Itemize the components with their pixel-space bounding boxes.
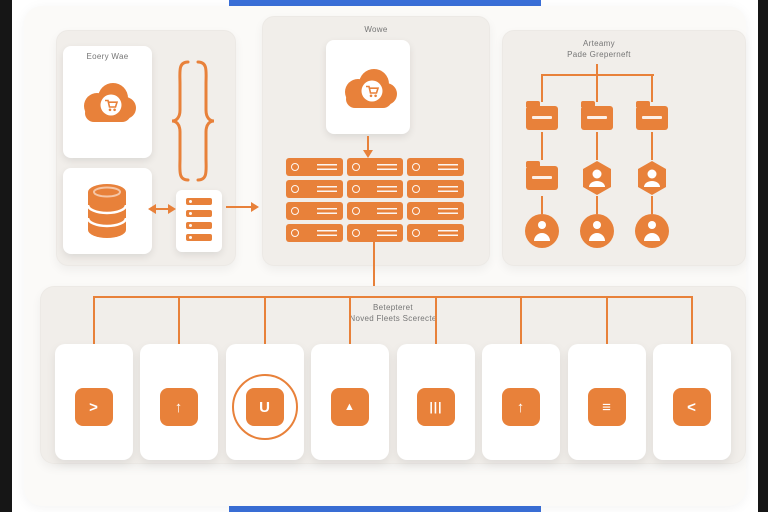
- left-letterbox-bar: [0, 0, 12, 512]
- connector-line: [520, 296, 522, 344]
- database-card: [63, 168, 152, 254]
- bus-line: [93, 296, 693, 298]
- chevron-left-icon: <: [673, 388, 711, 426]
- server-bar-icon: [286, 180, 343, 198]
- arrow-right-head: [168, 204, 176, 214]
- bottom-blue-strip: [229, 506, 541, 512]
- server-list-card: [176, 190, 222, 252]
- arrow-line: [155, 208, 169, 210]
- connector-line: [93, 296, 95, 344]
- cloud-cart-icon: [84, 83, 136, 122]
- connector-line: [596, 132, 598, 160]
- user-circle-icon: [525, 214, 559, 248]
- connector-line: [651, 132, 653, 160]
- arrow-right-head: [251, 202, 259, 212]
- arrow-line: [226, 206, 252, 208]
- arrow-left-head: [148, 204, 156, 214]
- connector-line: [651, 196, 653, 214]
- connector-line: [541, 196, 543, 214]
- panel-cluster-label: Wowe: [364, 25, 388, 34]
- node-card: ↑: [140, 344, 218, 460]
- server-list-icon: [176, 190, 222, 241]
- node-card: U: [226, 344, 304, 460]
- panel-directory-label: Arteamy Pade Greperneft: [504, 38, 694, 60]
- connector-line: [596, 64, 598, 74]
- highlight-ring: [232, 374, 298, 440]
- connector-line: [691, 296, 693, 344]
- panel-nodes-label-line1: Betepteret: [373, 303, 413, 312]
- u-shape-icon: U: [246, 388, 284, 426]
- node-card: >: [55, 344, 133, 460]
- cloud-card: Eoery Wae: [63, 46, 152, 158]
- chevron-right-icon: >: [75, 388, 113, 426]
- arrow-down-head: [363, 150, 373, 158]
- server-bar-icon: [407, 202, 464, 220]
- shield-user-icon: [583, 161, 611, 195]
- connector-line: [606, 296, 608, 344]
- connector-line: [596, 196, 598, 214]
- server-bar-icon: [346, 224, 404, 242]
- panel-source-label: Eoery Wae: [86, 52, 129, 61]
- user-circle-icon: [635, 214, 669, 248]
- server-bar-icon: [346, 158, 404, 176]
- equalizer-bars-icon: |||: [417, 388, 455, 426]
- server-bar-icon: [407, 158, 464, 176]
- connector-line: [596, 74, 598, 102]
- panel-directory-label-line2: Pade Greperneft: [567, 50, 631, 59]
- folder-icon: [526, 161, 558, 190]
- connector-line: [651, 74, 653, 102]
- server-bar-icon: [346, 202, 404, 220]
- folder-icon: [636, 101, 668, 130]
- connector-line: [542, 74, 654, 76]
- user-circle-icon: [580, 214, 614, 248]
- node-card: <: [653, 344, 731, 460]
- connector-line: [349, 296, 351, 344]
- flow-brace-lines: [171, 60, 215, 182]
- panel-directory-label-line1: Arteamy: [583, 39, 615, 48]
- connector-line: [435, 296, 437, 344]
- node-card: ▲: [311, 344, 389, 460]
- panel-nodes-label: Betepteret Noved Fleets Scerecte: [300, 302, 486, 324]
- connector-line: [541, 74, 543, 102]
- node-card: ↑: [482, 344, 560, 460]
- server-bar-icon: [407, 180, 464, 198]
- right-letterbox-bar: [758, 0, 768, 512]
- panel-nodes-label-line2: Noved Fleets Scerecte: [349, 314, 437, 323]
- menu-lines-icon: ≡: [588, 388, 626, 426]
- top-blue-strip: [229, 0, 541, 6]
- server-rack-grid: [286, 158, 464, 242]
- server-bar-icon: [286, 202, 343, 220]
- connector-line: [541, 132, 543, 160]
- triangle-up-icon: ▲: [331, 388, 369, 426]
- arrow-down-line: [367, 136, 369, 150]
- folder-icon: [581, 101, 613, 130]
- server-bar-icon: [407, 224, 464, 242]
- database-icon: [86, 184, 128, 238]
- server-bar-icon: [286, 158, 343, 176]
- connector-line: [373, 242, 375, 298]
- arrow-up-icon: ↑: [502, 388, 540, 426]
- arrow-up-icon: ↑: [160, 388, 198, 426]
- cloud-card-middle: [326, 40, 410, 134]
- shield-user-icon: [638, 161, 666, 195]
- connector-line: [178, 296, 180, 344]
- server-bar-icon: [346, 180, 404, 198]
- server-bar-icon: [286, 224, 343, 242]
- folder-icon: [526, 101, 558, 130]
- node-card: ≡: [568, 344, 646, 460]
- cloud-cart-icon: [345, 69, 397, 108]
- connector-line: [264, 296, 266, 344]
- node-card: |||: [397, 344, 475, 460]
